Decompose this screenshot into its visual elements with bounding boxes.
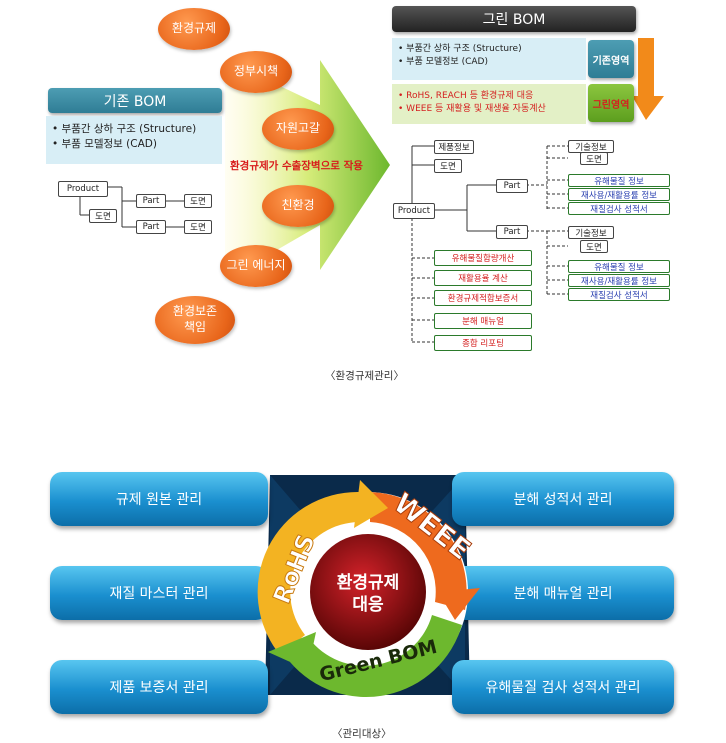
green-bom-line-weee: • WEEE 등 재활용 및 재생율 자동계산 (398, 104, 546, 115)
old-bom-part2-drawing-node: 도면 (184, 220, 212, 234)
old-bom-tree-lines (79, 186, 184, 228)
green-bom-orange-arrow (632, 38, 664, 120)
cycle-arrows (257, 480, 480, 698)
oval-government-policy: 정부시책 (220, 51, 292, 93)
part1-hazard-info-node: 유해물질 정보 (568, 174, 670, 187)
product-info-node: 제품정보 (434, 140, 474, 154)
old-bom-part-node-1: Part (136, 194, 166, 208)
part2-recycle-info-node: 재사용/재활용률 정보 (568, 274, 670, 287)
part1-drawing-node: 도면 (580, 152, 608, 165)
part2-drawing-node: 도면 (580, 240, 608, 253)
arrow-label: 환경규제가 수출장벽으로 작용 (230, 160, 363, 172)
part1-material-report-node: 재질검사 성적서 (568, 202, 670, 215)
disassembly-report-pill: 분해 성적서 관리 (452, 472, 674, 526)
part2-hazard-info-node: 유해물질 정보 (568, 260, 670, 273)
green-bom-tree-lines (411, 145, 568, 343)
center-label: 환경규제 대응 (318, 572, 418, 616)
hazard-content-calc-node: 유해물질함량개산 (434, 250, 532, 266)
old-bom-product-node: Product (58, 181, 108, 197)
green-bom-product-node: Product (393, 203, 435, 219)
oval-green-energy: 그린 에너지 (220, 245, 292, 287)
oval-environment-preservation: 환경보존 책임 (155, 296, 235, 344)
product-warranty-pill: 제품 보증서 관리 (50, 660, 268, 714)
regulation-source-pill: 규제 원본 관리 (50, 472, 268, 526)
old-bom-panel: • 부품간 상하 구조 (Structure) • 부품 모델정보 (CAD) (46, 116, 222, 164)
bottom-caption: 〈관리대상〉 (332, 728, 392, 740)
old-bom-header: 기존 BOM (48, 88, 222, 113)
old-bom-line-cad: • 부품 모델정보 (CAD) (52, 138, 157, 151)
big-green-arrow (225, 60, 390, 280)
green-bom-header: 그린 BOM (392, 6, 636, 32)
center-label-line2: 대응 (352, 595, 384, 616)
green-area-label: 그린영역 (588, 84, 634, 122)
overall-reporting-node: 종합 리포팅 (434, 335, 532, 351)
center-label-line1: 환경규제 (336, 573, 400, 593)
old-bom-drawing-node: 도면 (89, 209, 117, 223)
old-bom-part1-drawing-node: 도면 (184, 194, 212, 208)
oval-resource-depletion: 자원고갈 (262, 108, 334, 150)
green-bom-existing-line-cad: • 부품 모델정보 (CAD) (398, 57, 488, 68)
part2-tech-info-node: 기술정보 (568, 226, 614, 239)
oval-environment-regulation: 환경규제 (158, 8, 230, 50)
green-bom-part-node-2: Part (496, 225, 528, 239)
recycle-rate-calc-node: 재활용율 계산 (434, 270, 532, 286)
disassembly-manual-pill: 분해 매뉴얼 관리 (452, 566, 674, 620)
product-drawing-node: 도면 (434, 159, 462, 173)
green-bom-existing-line-structure: • 부품간 상하 구조 (Structure) (398, 44, 522, 54)
part1-recycle-info-node: 재사용/재활용률 정보 (568, 188, 670, 201)
hazard-test-report-pill: 유해물질 검사 성적서 관리 (452, 660, 674, 714)
old-bom-line-structure: • 부품간 상하 구조 (Structure) (52, 123, 197, 135)
part2-material-report-node: 재질검사 성적서 (568, 288, 670, 301)
old-bom-part-node-2: Part (136, 220, 166, 234)
existing-area-label: 기존영역 (588, 40, 634, 78)
green-bom-line-rohs: • RoHS, REACH 등 환경규제 대응 (398, 91, 534, 101)
green-bom-green-panel: • RoHS, REACH 등 환경규제 대응 • WEEE 등 재활용 및 재… (392, 84, 586, 124)
compliance-certificate-node: 환경규제적합보증서 (434, 290, 532, 306)
oval-eco-friendly: 친환경 (262, 185, 334, 227)
top-caption: 〈환경규제관리〉 (325, 370, 404, 382)
green-bom-existing-panel: • 부품간 상하 구조 (Structure) • 부품 모델정보 (CAD) (392, 38, 586, 80)
material-master-pill: 재질 마스터 관리 (50, 566, 268, 620)
disassembly-manual-node: 분해 매뉴얼 (434, 313, 532, 329)
green-bom-part-node-1: Part (496, 179, 528, 193)
